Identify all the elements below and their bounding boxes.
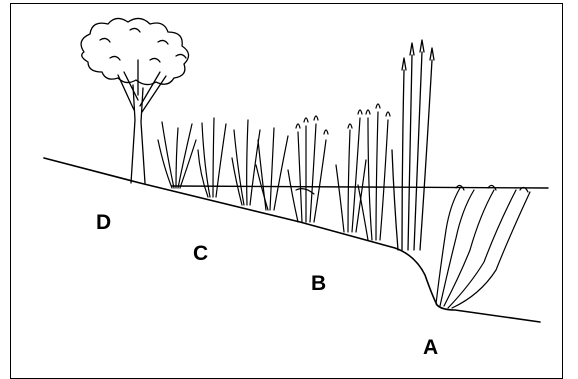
- water-surface-line: [172, 186, 548, 188]
- zone-label-a: A: [423, 337, 438, 358]
- zone-label-b: B: [311, 273, 326, 294]
- zone-label-c: C: [193, 243, 208, 264]
- tall-reed-icon: [392, 40, 434, 250]
- submerged-plant-icon: [436, 185, 530, 308]
- zone-label-d: D: [96, 212, 111, 233]
- tree-icon: [81, 18, 188, 183]
- grass-clump-icon: [158, 118, 288, 210]
- reed-icon: [288, 104, 390, 240]
- ground-slope-line: [44, 158, 540, 322]
